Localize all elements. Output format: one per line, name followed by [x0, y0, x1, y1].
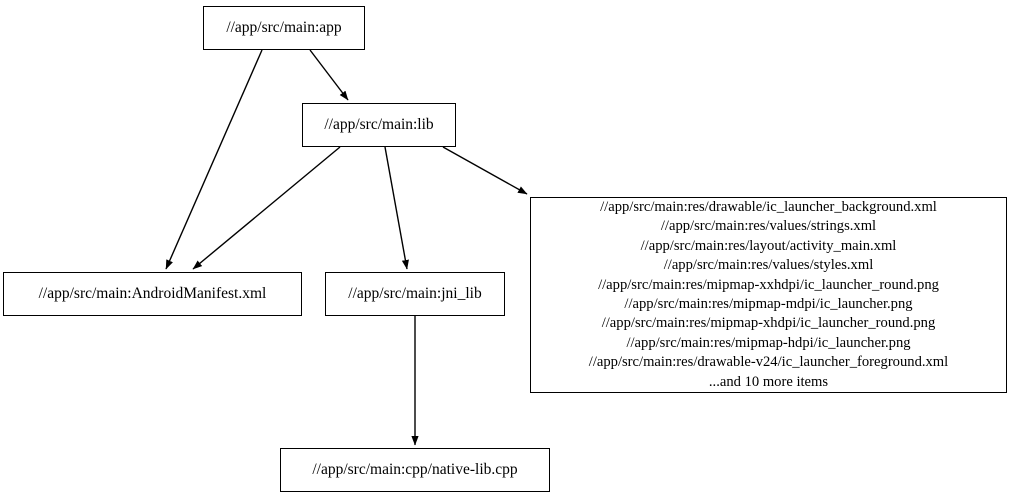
- graph-node-app-label: //app/src/main:app: [226, 19, 342, 37]
- graph-node-lib[interactable]: //app/src/main:lib: [302, 103, 456, 147]
- edge-app-to-manifest: [165, 49, 263, 270]
- graph-node-android-manifest[interactable]: //app/src/main:AndroidManifest.xml: [3, 272, 302, 316]
- edge-app-to-lib: [309, 49, 349, 101]
- graph-node-native-lib[interactable]: //app/src/main:cpp/native-lib.cpp: [280, 448, 550, 492]
- edge-lib-to-jni-lib: [384, 146, 409, 270]
- edge-lib-to-manifest: [192, 146, 341, 270]
- graph-node-native-lib-label: //app/src/main:cpp/native-lib.cpp: [312, 461, 518, 479]
- graph-node-lib-label: //app/src/main:lib: [324, 116, 434, 134]
- graph-node-app[interactable]: //app/src/main:app: [203, 6, 365, 50]
- graph-node-jni-lib-label: //app/src/main:jni_lib: [348, 285, 482, 303]
- graph-node-resources-label: //app/src/main:res/drawable/ic_launcher_…: [588, 198, 949, 390]
- graph-node-jni-lib[interactable]: //app/src/main:jni_lib: [325, 272, 505, 316]
- edge-lib-to-resources: [442, 146, 528, 195]
- graph-node-android-manifest-label: //app/src/main:AndroidManifest.xml: [38, 285, 267, 303]
- graph-node-resources[interactable]: //app/src/main:res/drawable/ic_launcher_…: [530, 197, 1007, 393]
